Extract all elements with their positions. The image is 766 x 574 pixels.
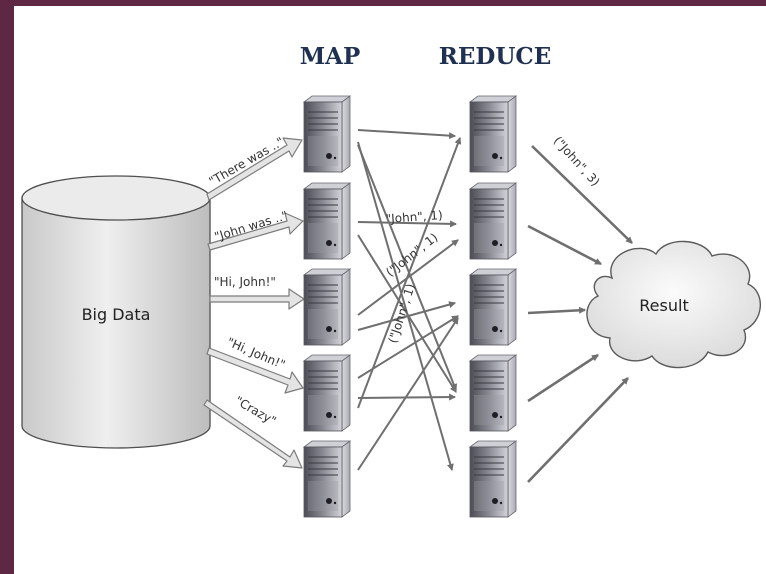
server-icon <box>303 268 351 346</box>
reduce-header: REDUCE <box>439 43 551 70</box>
server-icon <box>469 354 517 432</box>
input-arrow <box>206 137 303 201</box>
server-icon <box>303 182 351 260</box>
server-icon <box>303 440 351 518</box>
input-label: "There was .." <box>207 134 287 188</box>
server-icon <box>469 268 517 346</box>
database-cylinder-icon <box>21 175 211 449</box>
server-icon <box>469 95 517 173</box>
input-arrows <box>203 137 305 469</box>
input-arrow <box>203 399 303 469</box>
pair-label: "John", 1) <box>385 208 443 226</box>
server-icon <box>303 95 351 173</box>
input-label: "Hi, John!" <box>214 275 276 289</box>
reduce-servers <box>469 95 517 518</box>
mapreduce-diagram: MAP REDUCE Big Data "There was .." "John… <box>21 43 762 518</box>
server-icon <box>469 182 517 260</box>
result-arrows <box>527 145 633 483</box>
input-arrow <box>209 288 305 310</box>
pair-label: ("John", 3) <box>551 134 603 189</box>
slide-frame: MAP REDUCE Big Data "There was .." "John… <box>14 6 766 574</box>
cloud-icon <box>586 240 762 369</box>
pair-label: ("John", 1) <box>383 230 440 279</box>
server-icon <box>303 354 351 432</box>
server-icon <box>469 440 517 518</box>
result-label: Result <box>639 296 688 315</box>
input-arrow <box>207 212 304 251</box>
map-servers <box>303 95 351 518</box>
shuffle-arrows <box>357 129 462 472</box>
input-arrow <box>206 347 304 394</box>
map-header: MAP <box>300 43 361 70</box>
big-data-label: Big Data <box>82 305 151 324</box>
